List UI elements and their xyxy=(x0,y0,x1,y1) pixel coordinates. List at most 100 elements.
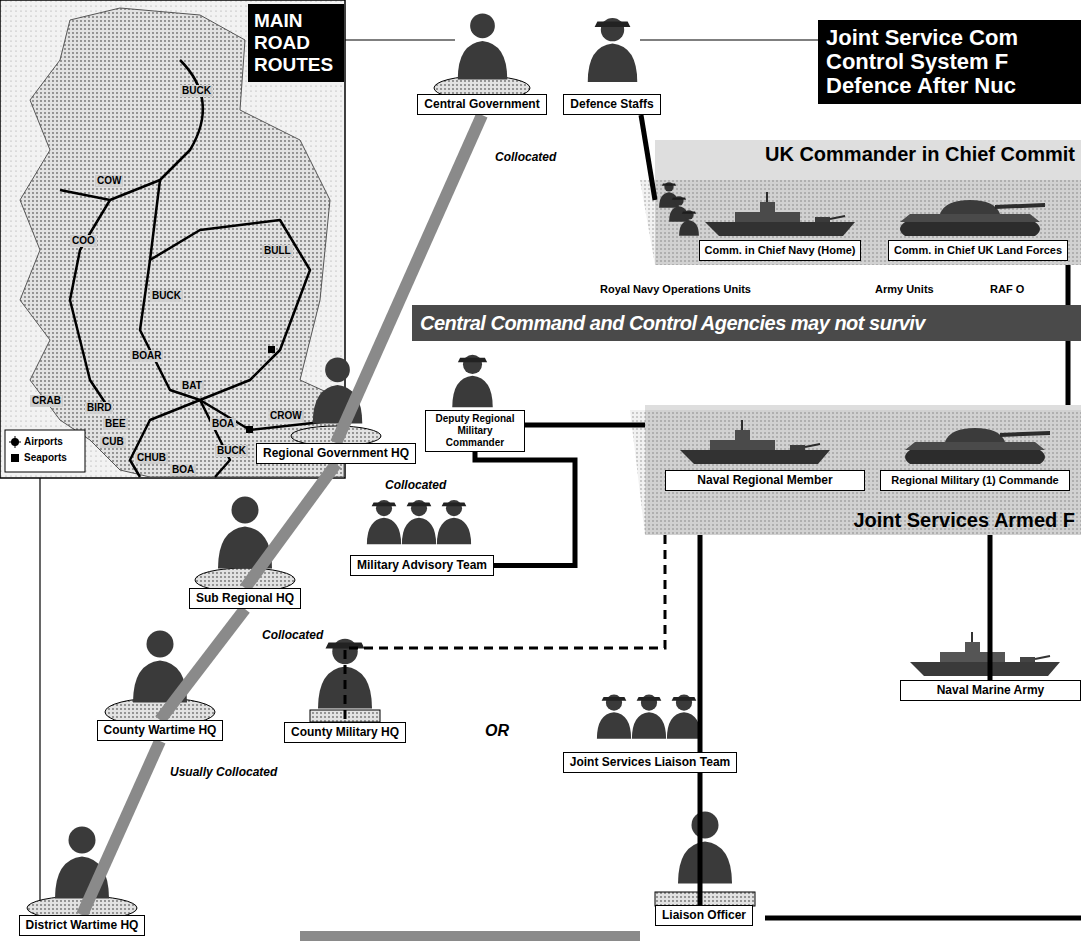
drawing-part xyxy=(345,39,455,40)
drawing-part xyxy=(402,500,436,544)
connector-line xyxy=(160,609,245,720)
connector-line xyxy=(698,535,703,752)
road-name: BUCK xyxy=(180,85,213,97)
drawing-part xyxy=(5,430,85,472)
government-box: Regional Government HQ xyxy=(256,443,416,464)
drawing-part xyxy=(458,13,508,79)
note-label: Collocated xyxy=(262,628,323,642)
government-box: Central Government xyxy=(417,94,546,115)
government-box: District Wartime HQ xyxy=(19,915,146,936)
command-box: Comm. in Chief UK Land Forces xyxy=(888,240,1068,261)
road-name: BAT xyxy=(180,380,204,392)
connector-line xyxy=(698,773,703,905)
command-box: Regional Military (1) Commande xyxy=(880,470,1070,491)
road-name: CHUB xyxy=(135,452,168,464)
drawing-part xyxy=(678,812,732,884)
military-box: County Military HQ xyxy=(284,722,406,743)
connector-line xyxy=(245,464,336,588)
drawing-part xyxy=(200,400,230,477)
note-label: OR xyxy=(485,722,509,740)
military-box: Liaison Officer xyxy=(655,905,753,926)
drawing-part xyxy=(11,454,19,462)
note-label: Collocated xyxy=(385,478,446,492)
note-label: Collocated xyxy=(495,150,556,164)
road-name: CUB xyxy=(100,436,126,448)
node-label: Joint Services Liaison Team xyxy=(570,755,731,770)
government-box: County Wartime HQ xyxy=(97,720,224,741)
road-name: BOA xyxy=(210,418,236,430)
command-box: Naval Regional Member xyxy=(665,470,865,491)
figures xyxy=(55,13,732,898)
connector-line xyxy=(988,535,993,680)
government-box: Sub Regional HQ xyxy=(189,588,301,609)
node-label: Defence Staffs xyxy=(570,97,653,112)
node-label: Central Command and Control Agencies may… xyxy=(420,305,1081,341)
drawing-part xyxy=(60,60,203,200)
warning-band: Central Command and Control Agencies may… xyxy=(412,305,1081,341)
connector-line xyxy=(525,423,645,428)
connector-line xyxy=(475,452,575,566)
drawing-part xyxy=(667,695,701,739)
connector-line xyxy=(82,741,160,915)
node-label: Regional Military (1) Commande xyxy=(886,473,1064,488)
military-box: Joint Services Liaison Team xyxy=(563,752,738,773)
note-label: Usually Collocated xyxy=(170,765,277,779)
committee-panel: UK Commander in Chief CommitComm. in Chi… xyxy=(655,140,1081,265)
drawing-part xyxy=(437,500,471,544)
note-label: Royal Navy Operations Units xyxy=(600,283,751,295)
road-name: BIRD xyxy=(85,402,113,414)
node-label: County Military HQ xyxy=(291,725,399,740)
drawing-part xyxy=(60,60,340,477)
connector-line xyxy=(641,115,655,200)
node-label: Military Advisory Team xyxy=(357,558,487,573)
drawing-part xyxy=(130,400,200,477)
drawing-part xyxy=(910,632,1060,676)
road-name: BOA xyxy=(170,464,196,476)
road-name: COO xyxy=(70,235,97,247)
diagram-title: Joint Service Com Control System F Defen… xyxy=(826,26,1073,98)
drawing-part xyxy=(765,916,1081,921)
legend-label: Airports xyxy=(24,436,63,448)
forces-panel: Joint Services Armed FNaval Regional Mem… xyxy=(645,405,1081,535)
drawing-part xyxy=(367,500,401,544)
node-label: Liaison Officer xyxy=(662,908,746,923)
military-box: Military Advisory Team xyxy=(350,555,494,576)
node-label: Comm. in Chief UK Land Forces xyxy=(894,243,1062,258)
drawing-part xyxy=(0,0,345,478)
command-box: Comm. in Chief Navy (Home) xyxy=(699,240,862,261)
node-label: Sub Regional HQ xyxy=(196,591,294,606)
connector-line xyxy=(336,115,482,443)
road-name: CRAB xyxy=(30,395,63,407)
military-box: Deputy Regional Military Commander xyxy=(425,410,525,452)
drawing-part xyxy=(140,260,340,430)
drawing-part xyxy=(39,478,40,908)
drawing-part xyxy=(150,180,310,400)
road-name: BUCK xyxy=(215,445,248,457)
drawing-part xyxy=(300,931,640,941)
node-label: District Wartime HQ xyxy=(26,918,139,933)
road-name: CROW xyxy=(268,410,304,422)
drawing-part xyxy=(452,355,493,407)
drawing-part xyxy=(70,200,110,410)
node-label: MAIN ROAD ROUTES xyxy=(254,10,338,76)
node-label: Naval Marine Army xyxy=(907,683,1074,698)
drawing-part xyxy=(632,695,666,739)
drawing-part xyxy=(655,892,755,906)
drawing-part xyxy=(597,695,631,739)
map xyxy=(0,0,345,478)
note-label: Army Units xyxy=(875,283,934,295)
road-name: BEE xyxy=(103,418,128,430)
note-label: RAF O xyxy=(990,283,1024,295)
node-label: County Wartime HQ xyxy=(104,723,217,738)
road-name: BUCK xyxy=(150,290,183,302)
drawing-part xyxy=(268,346,275,353)
node-label: Regional Government HQ xyxy=(263,446,409,461)
node-label: Naval Regional Member xyxy=(672,473,858,488)
drawing-part xyxy=(246,426,253,433)
road-name: BOAR xyxy=(130,350,163,362)
drawing-part xyxy=(640,39,818,40)
connector-line xyxy=(345,535,665,722)
node-label: Central Government xyxy=(424,97,539,112)
road-name: BULL xyxy=(262,245,293,257)
